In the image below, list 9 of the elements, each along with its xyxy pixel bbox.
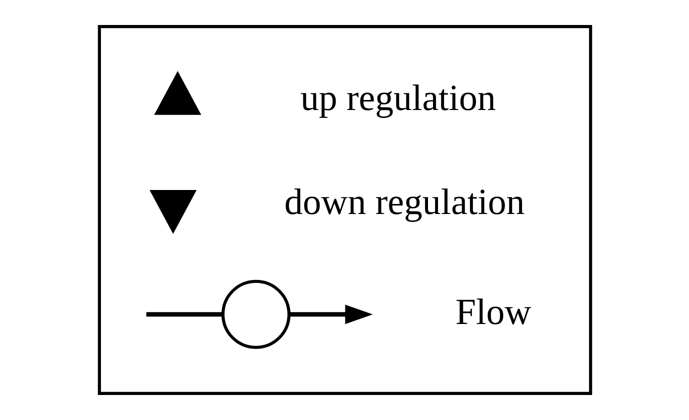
node-invtriangle (149, 190, 196, 234)
legend-label: up regulation (300, 76, 496, 118)
arrow (288, 304, 372, 324)
connector (146, 312, 222, 317)
legend-label: down regulation (284, 181, 524, 222)
cluster (97, 25, 592, 395)
node-triangle (154, 71, 201, 115)
legend-label: Flow (455, 290, 531, 332)
node-circle (220, 280, 290, 349)
